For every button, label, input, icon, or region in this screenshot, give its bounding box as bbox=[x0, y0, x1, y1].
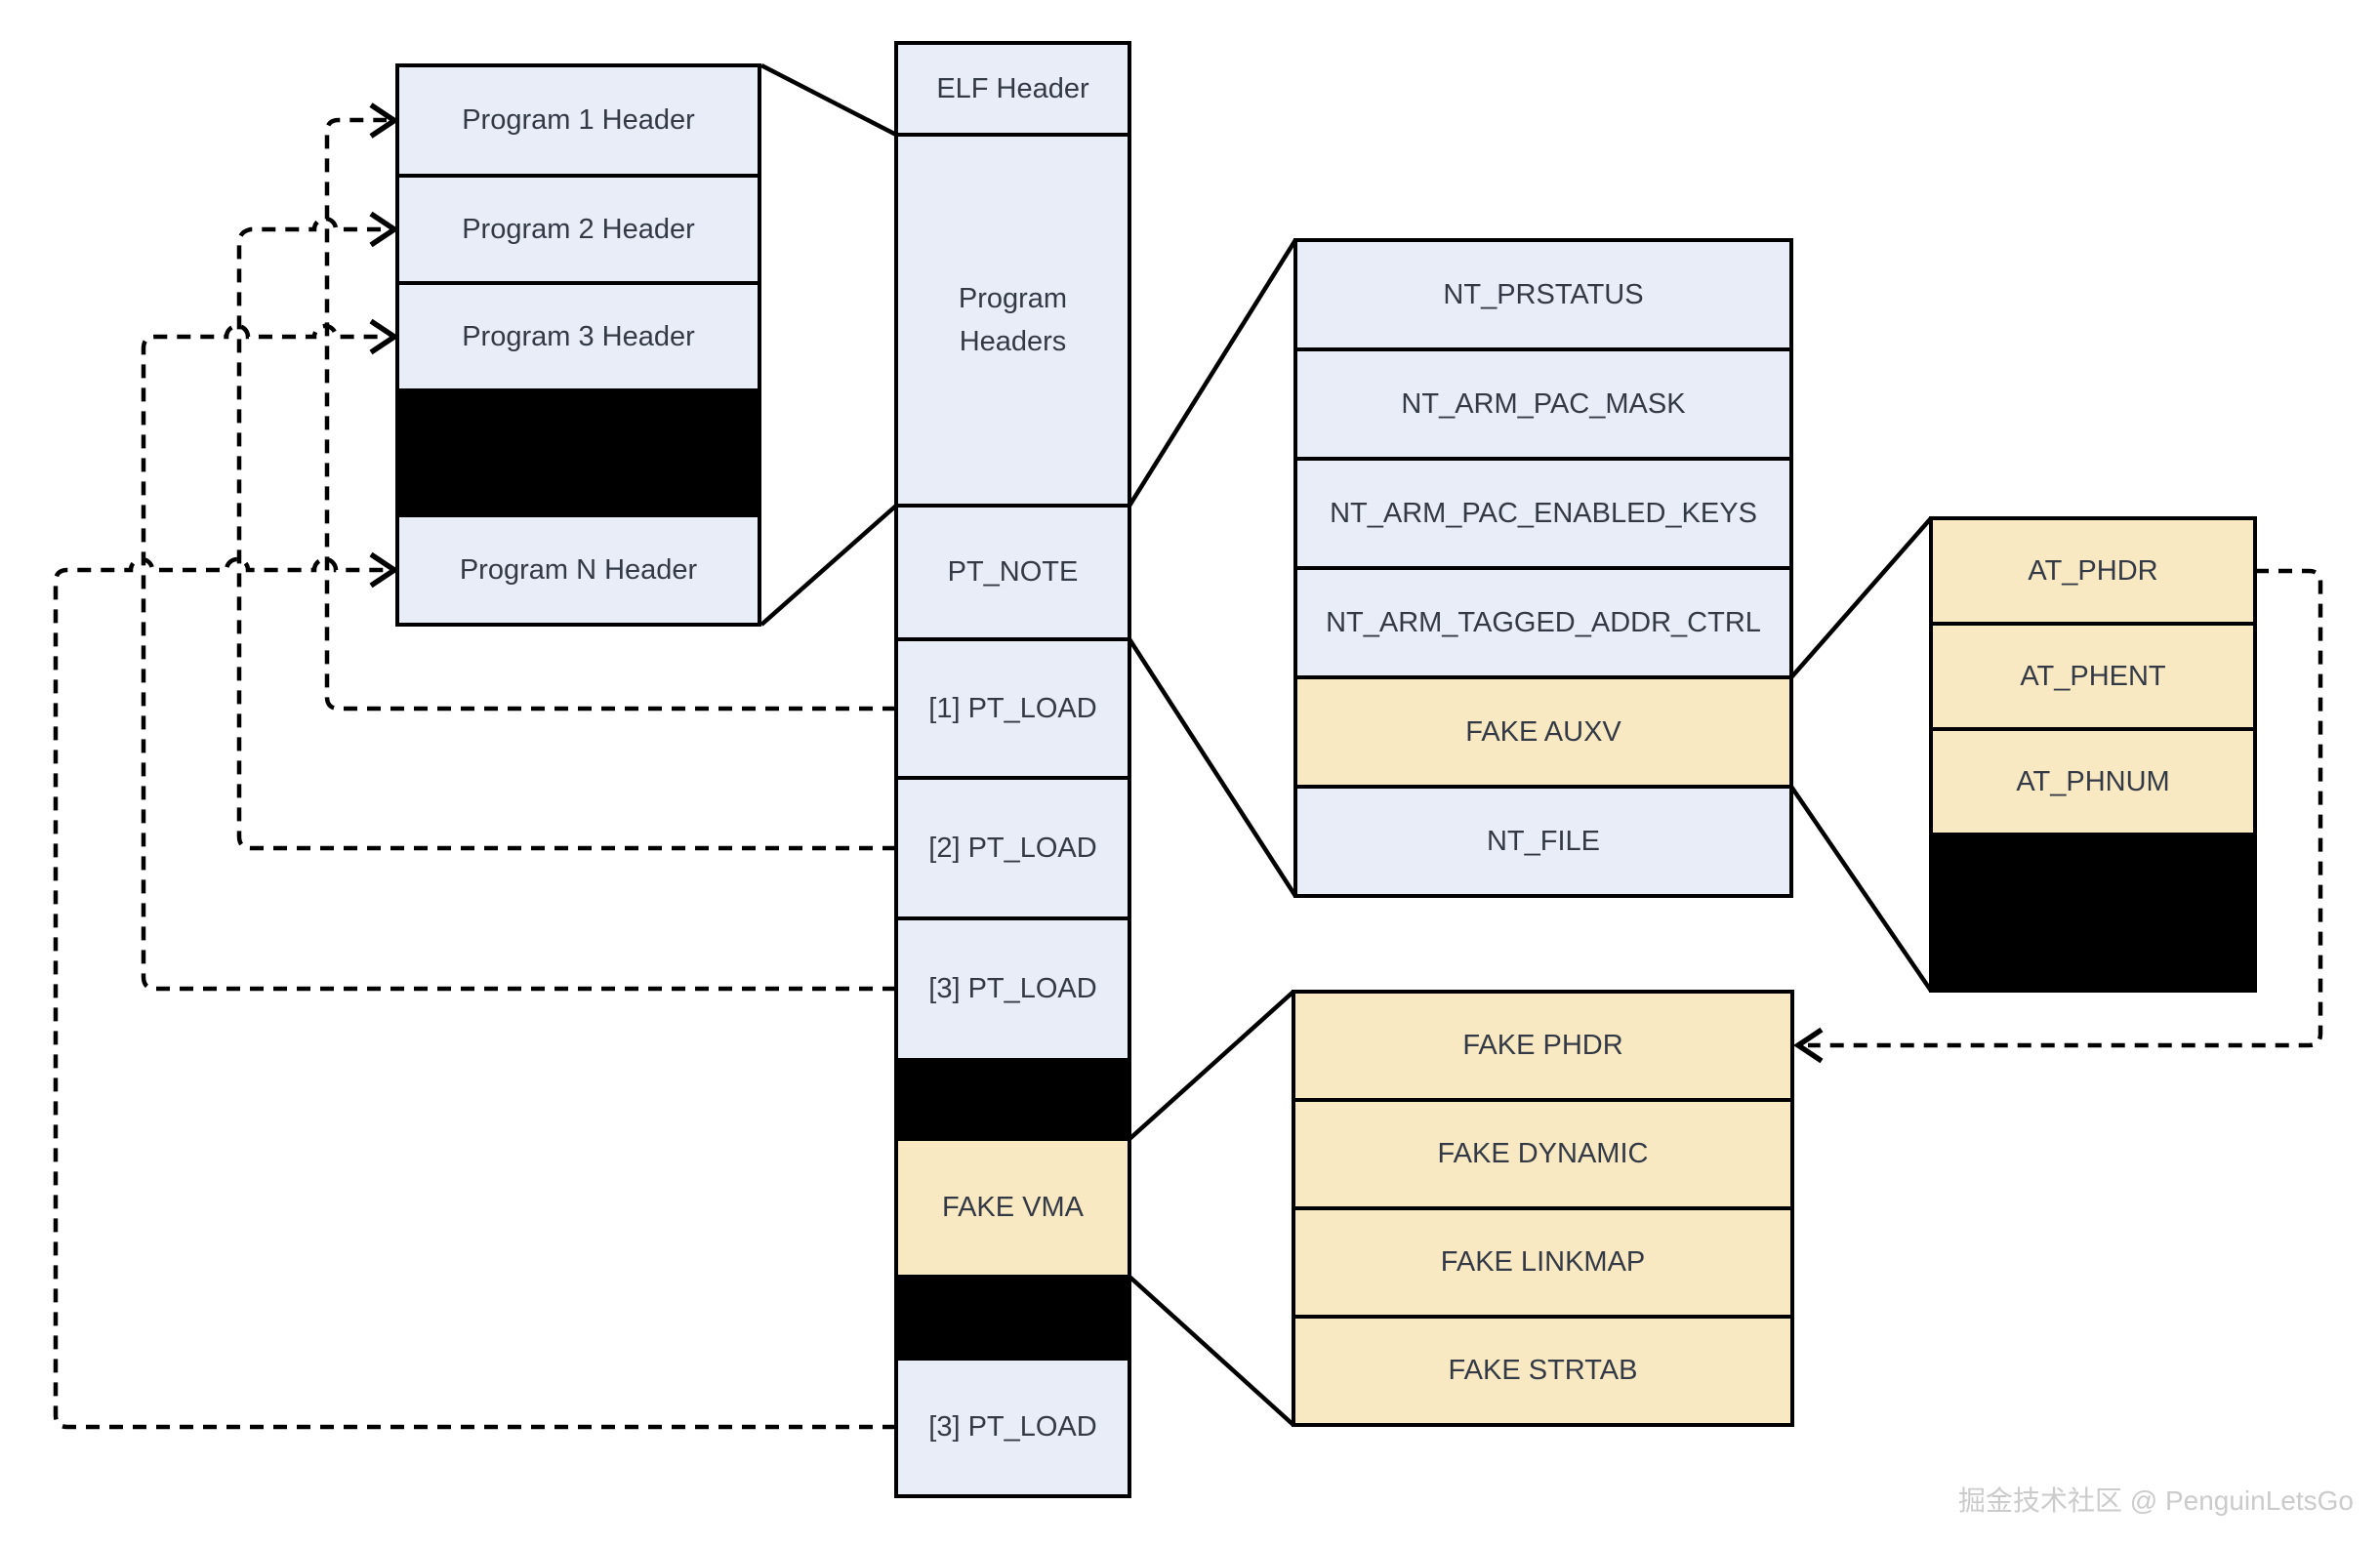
row-label: NT_ARM_PAC_ENABLED_KEYS bbox=[1330, 498, 1757, 529]
dashed-link-pt-load-bottom-to-program-n bbox=[53, 556, 896, 1430]
table-row bbox=[894, 504, 1131, 641]
table-row bbox=[1293, 238, 1793, 351]
row-label: FAKE LINKMAP bbox=[1441, 1246, 1646, 1278]
table-row bbox=[1293, 457, 1793, 570]
row-label: ELF Header bbox=[936, 73, 1089, 104]
dashed-link-pt-load-3-to-program-3 bbox=[141, 323, 896, 992]
filler-row bbox=[894, 1275, 1131, 1361]
table-row bbox=[395, 513, 761, 627]
table-row bbox=[894, 41, 1131, 137]
filler-row bbox=[1929, 833, 2257, 993]
table-row bbox=[1929, 727, 2257, 836]
watermark: 掘金技术社区 @ PenguinLetsGo 掘金技术社区 @ PenguinL… bbox=[1958, 1485, 2357, 1519]
row-label-line1: Program bbox=[959, 283, 1067, 314]
arrow-left-icon bbox=[1793, 1027, 1824, 1064]
row-label: NT_ARM_PAC_MASK bbox=[1401, 388, 1686, 420]
row-label: FAKE STRTAB bbox=[1449, 1355, 1638, 1386]
row-label: FAKE PHDR bbox=[1462, 1030, 1622, 1061]
table-row bbox=[1929, 516, 2257, 626]
row-label: Program 3 Header bbox=[462, 321, 695, 352]
arrow-right-icon bbox=[369, 102, 399, 139]
table-row bbox=[1292, 1206, 1794, 1319]
arrow-right-icon bbox=[369, 211, 399, 248]
arrow-right-icon bbox=[369, 551, 399, 589]
table-row-fake-auxv bbox=[1293, 675, 1793, 789]
filler-row bbox=[894, 1058, 1131, 1141]
table-row bbox=[1292, 1098, 1794, 1210]
table-row bbox=[1293, 347, 1793, 461]
row-label: Program N Header bbox=[460, 554, 698, 586]
table-row bbox=[1293, 566, 1793, 679]
row-label: AT_PHENT bbox=[2020, 661, 2166, 692]
row-label: FAKE AUXV bbox=[1465, 716, 1621, 748]
row-label: NT_PRSTATUS bbox=[1443, 279, 1643, 310]
row-label: FAKE VMA bbox=[942, 1192, 1085, 1223]
row-label: Program 1 Header bbox=[462, 104, 695, 136]
table-row bbox=[894, 133, 1131, 508]
row-label: [3] PT_LOAD bbox=[928, 1411, 1096, 1443]
watermark-text: 掘金技术社区 @ PenguinLetsGo bbox=[1958, 1485, 2354, 1516]
row-label: AT_PHNUM bbox=[2016, 766, 2169, 797]
row-label: FAKE DYNAMIC bbox=[1438, 1138, 1649, 1169]
dashed-link-pt-load-1-to-program-1 bbox=[324, 117, 896, 712]
program-header-table: Program 1 Header Program 2 Header Progra… bbox=[395, 63, 761, 627]
dashed-link-pt-load-2-to-program-2 bbox=[236, 216, 896, 851]
table-row-fake-vma bbox=[894, 1137, 1131, 1279]
table-row bbox=[894, 637, 1131, 780]
row-label-line2: Headers bbox=[960, 326, 1067, 357]
row-label: [2] PT_LOAD bbox=[928, 833, 1096, 864]
table-row bbox=[1292, 990, 1794, 1102]
core-file-column: ELF Header Program Headers PT_NOTE [1] P… bbox=[894, 41, 1131, 1498]
row-label: AT_PHDR bbox=[2028, 555, 2157, 587]
row-label: NT_FILE bbox=[1487, 826, 1600, 857]
table-row bbox=[1293, 785, 1793, 898]
row-label: NT_ARM_TAGGED_ADDR_CTRL bbox=[1326, 607, 1761, 638]
fan-line-fake-vma-bottom bbox=[1128, 1275, 1295, 1427]
fan-line-pt-note-top bbox=[1128, 238, 1297, 508]
solid-connectors bbox=[759, 62, 1933, 1427]
fan-line-fake-auxv-bottom bbox=[1789, 785, 1933, 993]
row-label: [1] PT_LOAD bbox=[928, 693, 1096, 724]
row-label: PT_NOTE bbox=[948, 556, 1079, 588]
table-row bbox=[894, 1357, 1131, 1498]
row-label: [3] PT_LOAD bbox=[928, 973, 1096, 1004]
watermark-highlight: 掘金技术社区 @ PenguinLetsGo bbox=[1961, 1488, 2357, 1519]
pt-note-table: NT_PRSTATUS NT_ARM_PAC_MASK NT_ARM_PAC_E… bbox=[1293, 238, 1793, 898]
table-row bbox=[894, 916, 1131, 1062]
table-row bbox=[1292, 1315, 1794, 1427]
auxv-table: AT_PHDR AT_PHENT AT_PHNUM bbox=[1929, 516, 2257, 993]
fan-line-fake-auxv-top bbox=[1789, 516, 1933, 679]
fan-line-program-headers-bottom bbox=[759, 504, 898, 627]
filler-row bbox=[395, 388, 761, 517]
fan-line-program-headers-top bbox=[759, 62, 898, 138]
arrow-right-icon bbox=[369, 318, 399, 355]
dashed-link-at-phdr-to-fake-phdr bbox=[1808, 568, 2323, 1048]
fan-line-fake-vma-top bbox=[1128, 990, 1295, 1141]
fan-line-pt-note-bottom bbox=[1128, 637, 1297, 898]
dashed-connectors bbox=[53, 102, 2323, 1430]
row-label: Program 2 Header bbox=[462, 214, 695, 245]
fake-vma-table: FAKE PHDR FAKE DYNAMIC FAKE LINKMAP FAKE… bbox=[1292, 990, 1794, 1427]
table-row bbox=[1929, 622, 2257, 731]
